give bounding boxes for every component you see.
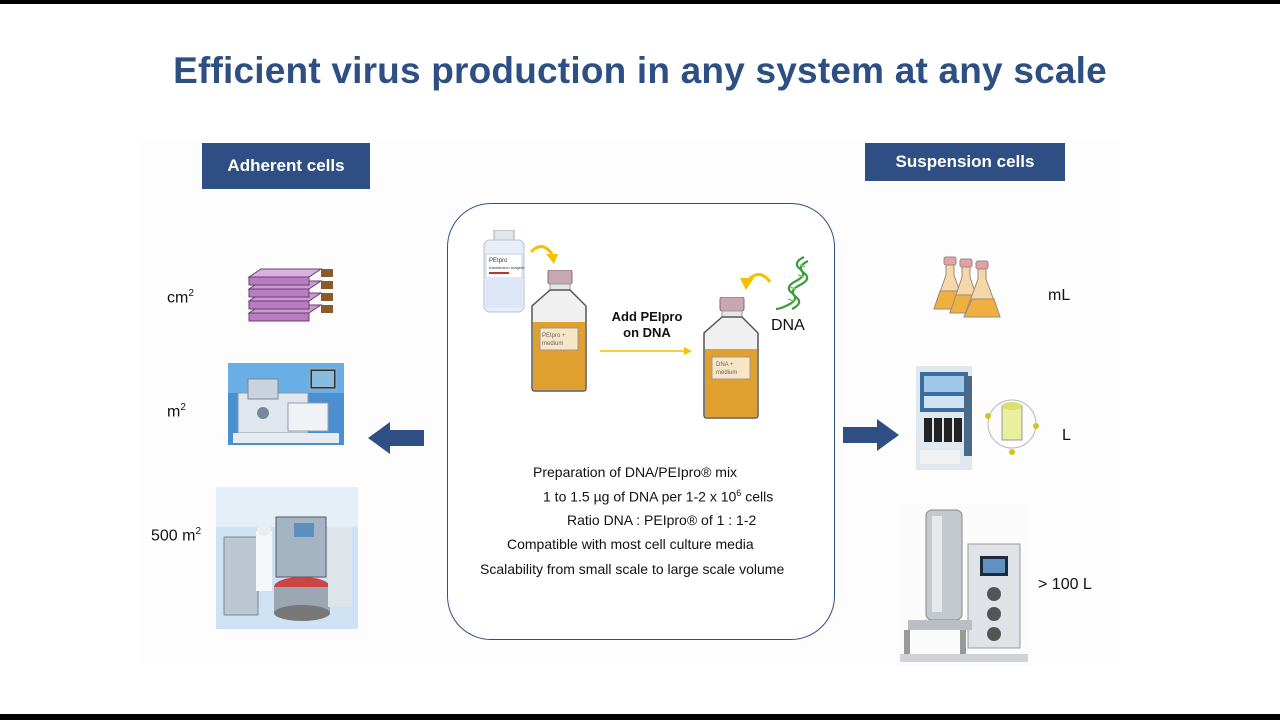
- shake-flasks-image: [932, 255, 1004, 321]
- bottom-border: [0, 714, 1280, 720]
- left-arrow: [368, 422, 424, 454]
- pour-arrow-icon-2: [738, 268, 774, 294]
- peipro-reagent-bottle-image: PEIpro transfection reagent: [482, 230, 526, 314]
- info-line-preparation: Preparation of DNA/PEIpro® mix: [533, 464, 738, 480]
- right-arrow: [843, 419, 899, 451]
- wave-bioreactor-system-image: [916, 366, 1042, 470]
- dna-medium-bottle-image: DNA + medium: [700, 297, 762, 419]
- transfection-process-panel: [447, 203, 835, 640]
- cell-culture-flasks-stack-image: [247, 265, 337, 323]
- suspension-cells-header: Suspension cells: [865, 143, 1065, 181]
- reagent-label-line2: transfection reagent: [489, 265, 525, 270]
- info-line-ratio: Ratio DNA : PEIpro® of 1 : 1-2: [567, 512, 757, 528]
- dna-label: DNA: [771, 317, 805, 334]
- transfer-arrow-icon: [600, 346, 692, 356]
- lab-instrument-image: [228, 363, 344, 445]
- add-peipro-step-label: Add PEIpro on DNA: [611, 309, 683, 340]
- top-border: [0, 0, 1280, 4]
- scale-label-ml: mL: [1048, 287, 1071, 304]
- scale-label-l: L: [1062, 427, 1071, 444]
- dna-helix-icon: [774, 255, 810, 311]
- bioreactor-facility-image: [216, 487, 358, 629]
- bottle1-label-line1: PEIpro +: [542, 333, 566, 339]
- stirred-tank-bioreactor-image: [898, 504, 1030, 666]
- pour-arrow-icon-1: [528, 240, 564, 270]
- info-line-scalability: Scalability from small scale to large sc…: [480, 561, 785, 577]
- scale-label-m2: m2: [167, 402, 186, 421]
- info-line-dna-amount: 1 to 1.5 µg of DNA per 1-2 x 106 cells: [543, 488, 774, 505]
- slide-title: Efficient virus production in any system…: [173, 50, 1107, 91]
- info-line-compatibility: Compatible with most cell culture media: [507, 536, 754, 552]
- bottle1-label-line2: medium: [542, 341, 563, 347]
- bottle2-label-line2: medium: [716, 370, 737, 376]
- reagent-label-line1: PEIpro: [489, 258, 508, 264]
- adherent-cells-header: Adherent cells: [202, 143, 370, 189]
- scale-label-100l: > 100 L: [1038, 576, 1092, 593]
- scale-label-cm2: cm2: [167, 288, 194, 307]
- bottle2-label-line1: DNA +: [716, 362, 734, 368]
- scale-label-500m2: 500 m2: [151, 526, 202, 545]
- peipro-medium-bottle-image: PEIpro + medium: [528, 270, 590, 392]
